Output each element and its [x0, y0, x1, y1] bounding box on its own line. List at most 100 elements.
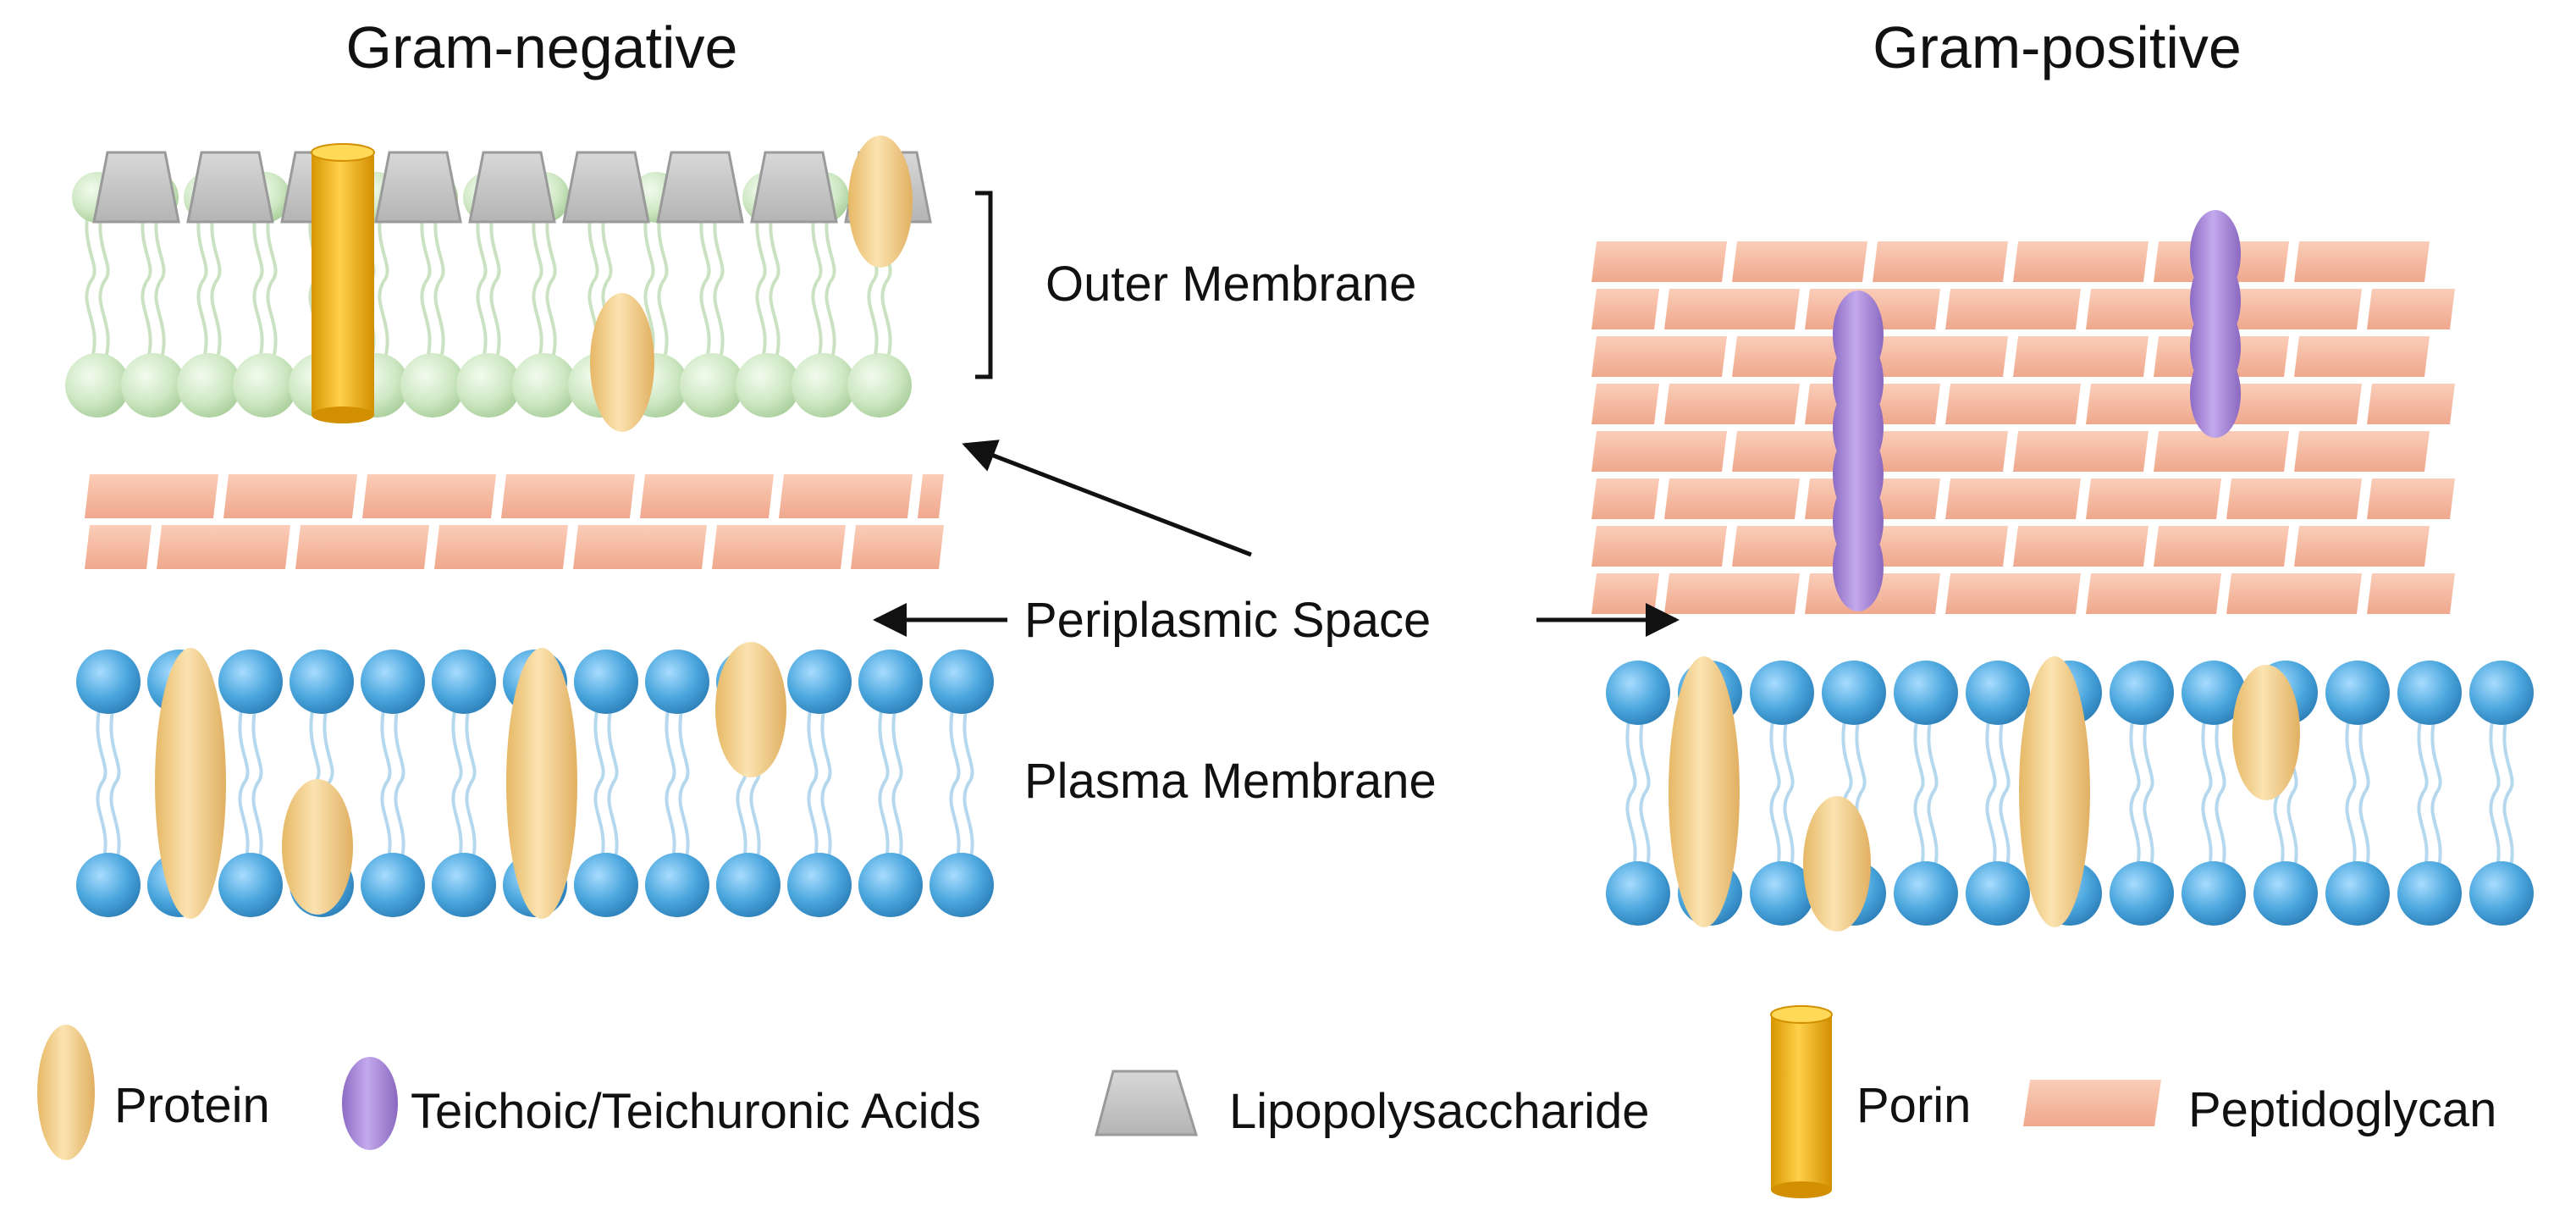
lipid-head	[1822, 661, 1886, 725]
lipid-head	[574, 650, 638, 714]
peptidoglycan-brick	[2086, 384, 2221, 424]
lipid-head	[1894, 861, 1958, 926]
protein	[155, 648, 226, 919]
lipid-tail	[811, 198, 823, 365]
gram-negative-plasma-membrane	[76, 642, 994, 919]
lipid-tail	[665, 698, 676, 869]
peptidoglycan-brick	[1591, 336, 1727, 377]
peptidoglycan-brick	[1591, 478, 1659, 519]
gram-negative-peptidoglycan-layer	[85, 474, 944, 569]
outer-membrane-bracket	[975, 191, 993, 379]
lipid-head	[432, 853, 496, 917]
peptidoglycan-brick	[85, 525, 152, 569]
outer-membrane-label: Outer Membrane	[1045, 257, 1416, 312]
peptidoglycan-brick	[1591, 384, 1659, 424]
lipid-tail	[545, 198, 557, 365]
lipid-head	[847, 353, 912, 417]
peptidoglycan-brick	[1945, 289, 2081, 329]
peptidoglycan-brick	[2086, 573, 2221, 614]
lipid-head	[2325, 661, 2390, 725]
lipid-tail	[476, 198, 488, 365]
peptidoglycan-brick	[640, 474, 774, 518]
lipid-head	[645, 853, 709, 917]
lipid-tail	[465, 698, 477, 869]
peptidoglycan-brick	[1591, 289, 1659, 329]
lipid-tail	[109, 698, 121, 869]
legend-label-lipopolysaccharide: Lipopolysaccharide	[1229, 1084, 1650, 1139]
lipid-tail	[769, 198, 781, 365]
peptidoglycan-brick	[2226, 573, 2362, 614]
lipid-tail	[2417, 709, 2429, 877]
lipopolysaccharide	[656, 151, 744, 224]
gram-positive-peptidoglycan-layer	[1591, 210, 2455, 614]
peptidoglycan-brick	[1732, 336, 1867, 377]
peptidoglycan-brick	[1591, 526, 1727, 567]
peptidoglycan-brick	[2367, 573, 2455, 614]
lipid-tail	[2215, 709, 2226, 877]
lipid-head	[787, 650, 852, 714]
peptidoglycan-brick	[1591, 241, 1727, 282]
lipid-tail	[825, 198, 836, 365]
peptidoglycan-brick	[2013, 526, 2149, 567]
peptidoglycan-brick	[2367, 289, 2455, 329]
lipid-tail	[1783, 709, 1795, 877]
lipid-head	[512, 353, 576, 417]
porin-top	[311, 143, 375, 162]
peptidoglycan-brick	[1873, 526, 2008, 567]
arrow-to-outer-periplasm	[962, 440, 1252, 557]
lipid-tail	[807, 698, 819, 869]
peptidoglycan-brick	[434, 525, 568, 569]
lipid-tail	[451, 698, 463, 869]
lipid-tail	[678, 698, 690, 869]
legend: Protein Teichoic/Teichuronic Acids Lipop…	[37, 1005, 2496, 1198]
lipid-head	[361, 650, 425, 714]
peptidoglycan-brick	[2226, 289, 2362, 329]
gram-negative-outer-membrane	[65, 135, 932, 432]
lipid-head	[2253, 861, 2318, 926]
lipid-head	[2469, 861, 2534, 926]
lipid-tail	[98, 198, 110, 365]
peptidoglycan-brick	[1664, 289, 1800, 329]
peptidoglycan-brick	[2154, 431, 2289, 472]
lipopolysaccharide-icon	[1095, 1070, 1199, 1136]
lipid-head	[1606, 861, 1670, 926]
legend-label-teichoic-acids: Teichoic/Teichuronic Acids	[411, 1084, 981, 1139]
lipid-tail	[2129, 709, 2141, 877]
lipid-tail	[1639, 709, 1651, 877]
lipid-tail	[154, 198, 166, 365]
lipid-tail	[141, 198, 152, 365]
peptidoglycan-brick	[1873, 336, 2008, 377]
lipid-head	[2110, 661, 2174, 725]
lipid-head	[1966, 661, 2030, 725]
lipid-tail	[380, 698, 392, 869]
peptidoglycan-brick	[1664, 478, 1800, 519]
peptidoglycan-brick	[1945, 573, 2081, 614]
lipopolysaccharide	[374, 151, 462, 224]
lipid-head	[2182, 861, 2246, 926]
lipopolysaccharide	[186, 151, 274, 224]
peptidoglycan-icon	[2023, 1080, 2161, 1126]
lipid-tail	[378, 198, 389, 365]
lipid-head	[76, 853, 141, 917]
lipid-tail	[433, 198, 445, 365]
peptidoglycan-brick	[2013, 431, 2149, 472]
peptidoglycan-brick	[779, 474, 913, 518]
peptidoglycan-brick	[1591, 431, 1727, 472]
lipid-tail	[657, 198, 669, 365]
lipid-tail	[607, 698, 619, 869]
lipid-tail	[1927, 709, 1939, 877]
peptidoglycan-brick	[1664, 384, 1800, 424]
lipid-head	[361, 853, 425, 917]
lipid-tail	[2345, 709, 2357, 877]
lipid-head	[400, 353, 465, 417]
peptidoglycan-brick	[295, 525, 429, 569]
protein	[2019, 656, 2090, 927]
lipid-head	[2182, 661, 2246, 725]
lipopolysaccharide	[750, 151, 838, 224]
lipid-head	[1750, 661, 1814, 725]
lipid-tail	[2430, 709, 2442, 877]
lipopolysaccharide	[92, 151, 180, 224]
lipid-tail	[2502, 709, 2514, 877]
porin	[312, 152, 374, 415]
peptidoglycan-brick	[2013, 241, 2149, 282]
